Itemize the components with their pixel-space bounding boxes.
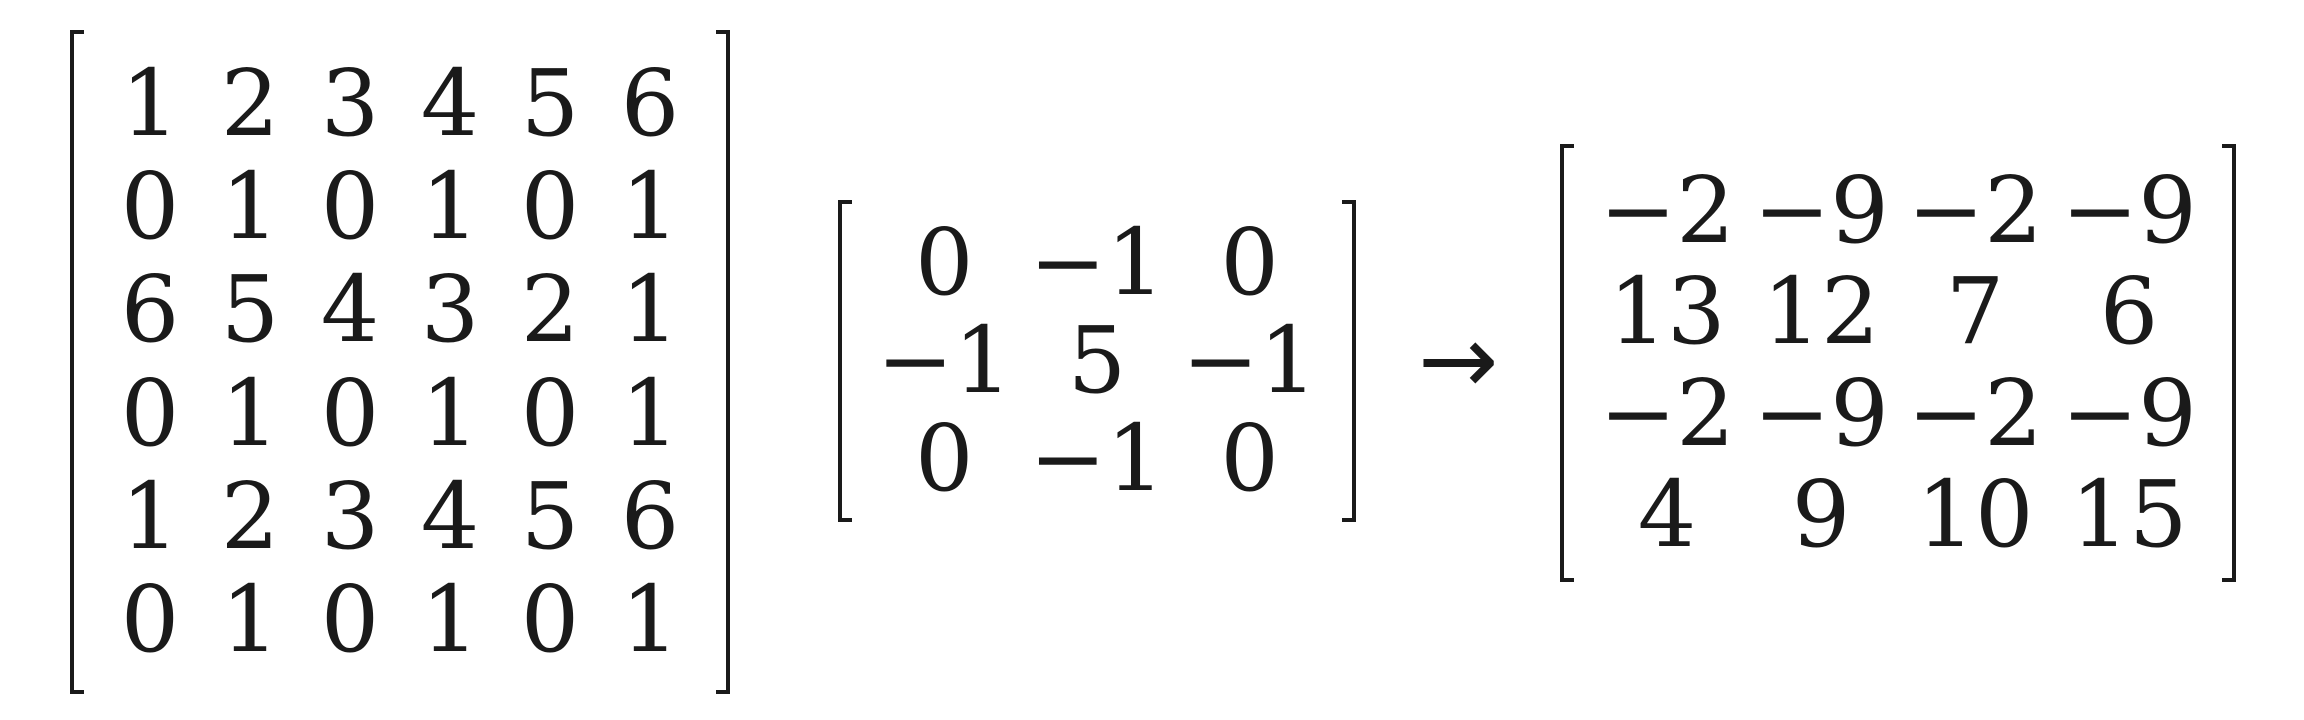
- left-bracket: [838, 200, 852, 522]
- matrix-cell: 5: [520, 462, 580, 570]
- left-bracket: [1560, 144, 1574, 582]
- matrix-cell: 1: [420, 152, 480, 260]
- matrix-cell: 1: [120, 49, 180, 157]
- matrix-cell: 6: [620, 49, 680, 157]
- matrix-cell: 1: [220, 152, 280, 260]
- matrix-cell: −2: [1599, 359, 1735, 467]
- right-bracket: [1342, 200, 1356, 522]
- matrix-cell: 6: [120, 256, 180, 364]
- matrix-cell: 3: [420, 256, 480, 364]
- matrix-cell: −2: [1907, 156, 2043, 264]
- matrix-cell: 1: [620, 256, 680, 364]
- matrix-cell: 1: [620, 566, 680, 674]
- matrix-cell: −2: [1599, 156, 1735, 264]
- matrix-cell: 6: [620, 462, 680, 570]
- matrix-cell: 1: [420, 359, 480, 467]
- matrix-cell: 0: [320, 359, 380, 467]
- matrix-cell: 0: [120, 152, 180, 260]
- matrix-cell: 0: [120, 566, 180, 674]
- matrix-cell: 13: [1608, 258, 1726, 366]
- matrix-cell: 6: [2099, 258, 2159, 366]
- matrix-cell: 1: [620, 152, 680, 260]
- matrix-cell: 0: [320, 152, 380, 260]
- matrix-cell: 0: [520, 152, 580, 260]
- matrix-cell: −1: [1029, 405, 1165, 512]
- matrix-cell: 1: [120, 462, 180, 570]
- matrix-cell: 0: [520, 359, 580, 467]
- matrix-cell: 4: [420, 462, 480, 570]
- matrix-cell: 9: [1791, 461, 1851, 569]
- matrix-cell: 10: [1916, 461, 2034, 569]
- left-bracket: [70, 30, 84, 694]
- matrix-cell: 1: [220, 566, 280, 674]
- matrix-cell: 4: [420, 49, 480, 157]
- matrix-cell: 0: [520, 566, 580, 674]
- matrix-cell: 0: [915, 209, 974, 316]
- matrix-cell: 5: [1067, 307, 1127, 414]
- matrix-cell: −1: [876, 307, 1013, 414]
- matrix-cell: 0: [1220, 209, 1279, 316]
- matrix-cell: 2: [220, 49, 280, 157]
- matrix-cell: 15: [2070, 461, 2188, 569]
- arrow-right-icon: →: [1418, 304, 1499, 416]
- matrix-cell: 3: [320, 462, 380, 570]
- matrix-cell: −9: [1753, 359, 1889, 467]
- right-bracket: [2222, 144, 2236, 582]
- matrix-cell: 5: [220, 256, 280, 364]
- matrix-cell: 5: [520, 49, 580, 157]
- matrix-cell: 4: [1637, 461, 1697, 569]
- matrix-cell: 0: [120, 359, 180, 467]
- matrix-cell: −1: [1029, 209, 1165, 316]
- matrix-cell: 7: [1945, 258, 2005, 366]
- right-bracket: [716, 30, 730, 694]
- matrix-cell: −9: [1753, 156, 1889, 264]
- matrix-cell: 1: [420, 566, 480, 674]
- matrix-cell: −1: [1181, 307, 1318, 414]
- matrix-cell: 0: [1220, 405, 1279, 512]
- matrix-cell: −9: [2061, 359, 2197, 467]
- matrix-cell: 1: [620, 359, 680, 467]
- matrix-cell: 3: [320, 49, 380, 157]
- matrix-cell: 0: [915, 405, 974, 512]
- matrix-cell: 1: [220, 359, 280, 467]
- matrix-cell: 0: [320, 566, 380, 674]
- matrix-cell: −2: [1907, 359, 2043, 467]
- matrix-cell: −9: [2061, 156, 2197, 264]
- matrix-cell: 12: [1762, 258, 1880, 366]
- matrix-cell: 2: [220, 462, 280, 570]
- matrix-cell: 4: [320, 256, 380, 364]
- matrix-cell: 2: [520, 256, 580, 364]
